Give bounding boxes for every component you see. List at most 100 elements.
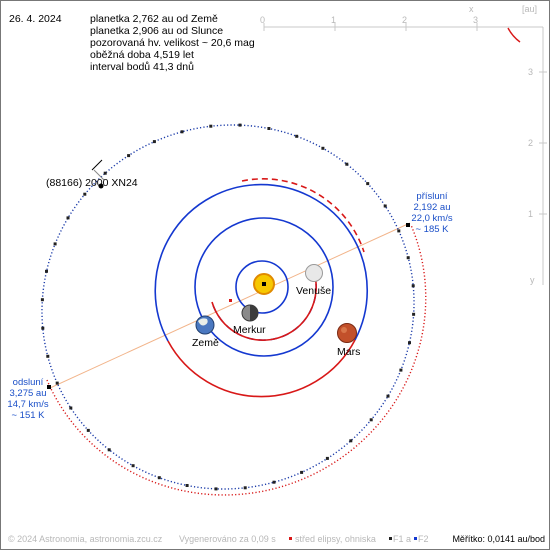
position-marker <box>41 326 45 330</box>
perihelion-marker <box>406 223 410 227</box>
axes <box>263 23 547 285</box>
x-tick-label: 0 <box>260 15 266 25</box>
mars-icon <box>337 323 357 343</box>
position-marker <box>131 464 135 468</box>
position-marker <box>267 127 271 130</box>
footer-generated: Vygenerováno za 0,09 s <box>179 534 276 544</box>
aphelion-speed: 14,7 km/s <box>7 399 49 410</box>
perihelion-temp: ~ 185 K <box>415 224 449 235</box>
y-tick-label: 1 <box>528 209 534 219</box>
position-marker <box>243 486 247 490</box>
position-marker <box>46 354 50 358</box>
position-marker <box>40 298 44 302</box>
position-marker <box>152 140 156 144</box>
mars-orbit-blue <box>154 183 369 342</box>
y-tick-label: 2 <box>528 138 534 148</box>
position-marker <box>383 204 387 208</box>
aphelion-title: odsluní <box>12 377 44 388</box>
venus-label: Venuše <box>296 285 332 297</box>
position-marker <box>325 456 329 460</box>
outer-orbit-fragment <box>507 27 521 43</box>
position-marker <box>238 123 242 127</box>
date-label: 26. 4. 2024 <box>9 13 62 25</box>
position-marker <box>386 394 390 398</box>
sun-center-marker <box>262 282 266 286</box>
position-marker <box>369 418 373 422</box>
position-marker <box>214 487 218 491</box>
position-marker <box>412 312 416 316</box>
legend-f2-dot <box>414 537 417 540</box>
position-marker <box>69 406 73 410</box>
footer-copyright: © 2024 Astronomia, astronomia.zcu.cz <box>8 534 163 544</box>
position-marker <box>107 448 111 452</box>
position-marker <box>55 381 59 385</box>
position-marker <box>295 134 299 138</box>
position-marker <box>345 162 349 166</box>
position-marker <box>157 476 161 480</box>
x-tick-label: 1 <box>331 15 337 25</box>
position-marker <box>349 439 353 443</box>
y-axis-letter: y <box>530 275 535 285</box>
mercury-label: Merkur <box>233 324 266 336</box>
footer-legend-f1: F1 a <box>393 534 412 544</box>
venus-icon <box>305 264 323 282</box>
asteroid-orbit-upper <box>41 124 415 490</box>
x-axis-letter: x <box>469 4 474 14</box>
position-marker <box>180 130 184 134</box>
position-marker <box>209 124 213 128</box>
position-marker <box>66 216 70 220</box>
position-marker <box>45 269 48 273</box>
ellipse-center-marker <box>229 299 232 302</box>
position-marker <box>103 171 107 175</box>
aphelion-distance: 3,275 au <box>9 388 47 399</box>
position-markers <box>40 123 416 491</box>
position-marker <box>53 242 57 246</box>
info-line-interval: interval bodů 41,3 dnů <box>90 61 194 73</box>
legend-f1-dot <box>389 537 392 540</box>
position-marker <box>411 284 415 288</box>
perihelion-title: přísluní <box>416 191 448 202</box>
position-marker <box>406 256 410 260</box>
position-marker <box>83 192 87 196</box>
position-marker <box>321 146 325 150</box>
position-marker <box>185 484 189 487</box>
perihelion-distance: 2,192 au <box>413 202 451 213</box>
position-marker <box>127 154 131 158</box>
perihelion-speed: 22,0 km/s <box>411 213 453 224</box>
info-line-magnitude: pozorovaná hv. velikost ~ 20,6 mag <box>90 37 255 49</box>
position-marker <box>397 229 401 233</box>
mars-orbit-red <box>167 339 356 398</box>
asteroid-icon <box>98 183 104 189</box>
position-marker <box>408 341 411 345</box>
info-line-sun-distance: planetka 2,906 au od Slunce <box>90 25 224 37</box>
aphelion-temp: ~ 151 K <box>11 410 45 421</box>
position-marker <box>86 428 90 432</box>
asteroid-label-tick <box>93 169 105 181</box>
asteroid-orbit-lower <box>46 224 427 496</box>
aphelion-marker <box>47 385 51 389</box>
mars-orbit-red-dashed <box>241 178 365 253</box>
legend-center-dot <box>289 537 292 540</box>
y-tick-label: 3 <box>528 67 534 77</box>
footer-scale: Měřítko: 0,0141 au/bod <box>452 534 545 544</box>
earth-label: Země <box>192 337 219 349</box>
asteroid-label: (88166) 2000 XN24 <box>46 177 138 189</box>
footer-legend-f2: F2 <box>418 534 429 544</box>
position-marker <box>272 480 276 484</box>
x-tick-label: 3 <box>473 15 479 25</box>
venus-orbit-solid <box>211 271 317 341</box>
position-marker <box>366 182 370 186</box>
apsis-line <box>49 222 411 389</box>
mars-highlight <box>341 327 347 333</box>
asteroid-label-tick <box>91 159 103 171</box>
axis-unit-label: [au] <box>522 4 538 14</box>
info-line-earth-distance: planetka 2,762 au od Země <box>90 13 218 25</box>
position-marker <box>300 470 304 474</box>
earth-orbit <box>194 217 334 357</box>
position-marker <box>399 368 403 372</box>
info-line-period: oběžná doba 4,519 let <box>90 49 194 61</box>
mercury-shade <box>250 305 258 321</box>
